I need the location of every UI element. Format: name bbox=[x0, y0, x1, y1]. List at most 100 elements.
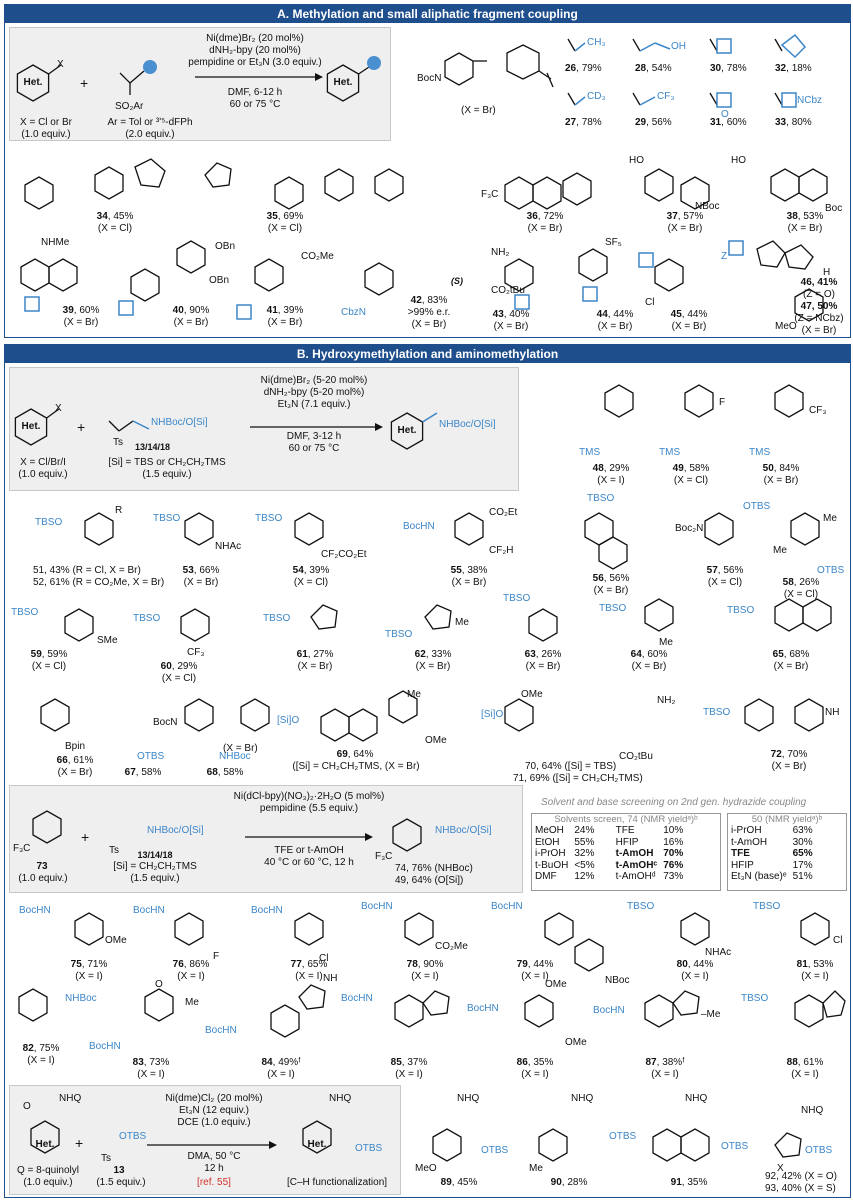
rx2-cond-1: pempidine (5.5 equiv.) bbox=[259, 803, 359, 814]
x-label-b: X bbox=[55, 403, 62, 414]
screen-50-title: 50 (NMR yieldᵃ)ᵇ bbox=[751, 814, 823, 825]
nhboc-68: NHBoc bbox=[219, 751, 251, 762]
rx2-prod-74: 74, 76% (NHBoc) bbox=[395, 863, 473, 874]
row3-structures bbox=[20, 240, 824, 322]
rx2-sm2-si: [Si] = CH₂CH₂TMS bbox=[113, 861, 197, 872]
sme-59: SMe bbox=[97, 635, 118, 646]
otbs-90: OTBS bbox=[609, 1131, 637, 1142]
cmpd-85-x: (X = I) bbox=[395, 1069, 423, 1080]
sm1-a-line1: X = Cl or Br bbox=[20, 117, 72, 128]
tbso-56: TBSO bbox=[587, 493, 615, 504]
frag-28-group: OH bbox=[671, 41, 686, 52]
ome-86b: OMe bbox=[565, 1037, 587, 1048]
rx1-ts: Ts bbox=[113, 437, 123, 448]
cmpd-60-label: 60, 29% bbox=[160, 661, 198, 672]
rx1-sm1-line2: (1.0 equiv.) bbox=[18, 469, 68, 480]
boc2n-57: Boc₂N bbox=[675, 523, 704, 534]
label-co2tbu-42: CO₂tBu bbox=[491, 285, 525, 296]
cmpd-53-label: 53, 66% bbox=[182, 565, 220, 576]
nh-72: NH bbox=[825, 707, 840, 718]
cmpd-34-label: 34, 45% bbox=[96, 211, 134, 222]
core-boc: BocN bbox=[417, 73, 442, 84]
product-ring bbox=[326, 56, 381, 102]
otbs-57: OTBS bbox=[743, 501, 771, 512]
cmpd-43-label: 43, 40% bbox=[492, 309, 530, 320]
frag-33-group: NCbz bbox=[797, 95, 823, 106]
tbso-61: TBSO bbox=[263, 613, 291, 624]
rx3-o-sm: O bbox=[23, 1101, 31, 1112]
rx2-f3c: F₃C bbox=[13, 843, 31, 854]
label-s-42: (S) bbox=[451, 276, 463, 286]
tbso-65: TBSO bbox=[727, 605, 755, 616]
nhac-53: NHAc bbox=[215, 541, 242, 552]
cmpd-47-z: (Z = NCbz) bbox=[794, 313, 844, 324]
cmpd-37-x: (X = Br) bbox=[667, 223, 703, 234]
cmpd-83-label: 83, 73% bbox=[132, 1057, 170, 1068]
tbso-80: TBSO bbox=[627, 901, 655, 912]
frag-32-label: 32, 18% bbox=[775, 63, 812, 74]
cmpd-44-x: (X = Br) bbox=[597, 321, 633, 332]
cmpd-70-label: 70, 64% ([Si] = TBS) bbox=[525, 761, 617, 772]
rx3-sm1-line2: (1.0 equiv.) bbox=[23, 1177, 73, 1188]
cmpd-40-x: (X = Br) bbox=[173, 317, 209, 328]
piperazine-core bbox=[444, 44, 554, 88]
cmpd-58-label: 58, 26% bbox=[782, 577, 820, 588]
label-nboc-37: NBoc bbox=[695, 201, 720, 212]
cmpd-42-er: >99% e.r. bbox=[407, 307, 451, 318]
cond-a-0: Ni(dme)Br₂ (20 mol%) bbox=[206, 33, 304, 44]
ome-69: OMe bbox=[425, 735, 447, 746]
cmpd-78-x: (X = I) bbox=[411, 971, 439, 982]
cmpd-58-x: (X = Cl) bbox=[783, 589, 819, 600]
rx3-otbs-prod: OTBS bbox=[355, 1143, 383, 1154]
label-cl-45: Cl bbox=[645, 297, 655, 308]
frag-27-group: CD₃ bbox=[587, 91, 606, 102]
frag-31-label: 31, 60% bbox=[710, 117, 747, 128]
het-label-sm: Het. bbox=[23, 77, 43, 88]
label-ho-37: HO bbox=[629, 155, 644, 166]
rx2-sm1-eq: (1.0 equiv.) bbox=[18, 873, 68, 884]
r-51: R bbox=[115, 505, 123, 516]
tbso-59: TBSO bbox=[11, 607, 39, 618]
cmpd-42-label: 42, 83% bbox=[410, 295, 448, 306]
cond-a-4: 60 or 75 °C bbox=[229, 99, 281, 110]
label-co2me: CO₂Me bbox=[301, 251, 334, 262]
bochn-77: BocHN bbox=[251, 905, 283, 916]
cmpd-79-x: (X = I) bbox=[521, 971, 549, 982]
panel-b-reaction-box-3 bbox=[9, 1085, 401, 1195]
me-64: Me bbox=[659, 637, 673, 648]
frag-30-label: 30, 78% bbox=[710, 63, 747, 74]
me-58b: Me bbox=[773, 545, 787, 556]
nhac-80: NHAc bbox=[705, 947, 732, 958]
otbs-89: OTBS bbox=[481, 1145, 509, 1156]
cmpd-40-label: 40, 90% bbox=[172, 305, 210, 316]
bochn-84: BocHN bbox=[205, 1025, 237, 1036]
cmpd-77-x: (X = I) bbox=[295, 971, 323, 982]
cmpd-72-label: 72, 70% bbox=[770, 749, 808, 760]
nhq-89: NHQ bbox=[457, 1093, 480, 1104]
het-b-sm: Het. bbox=[21, 421, 41, 432]
rx3-tag: [C–H functionalization] bbox=[287, 1177, 388, 1188]
rx3-ts: Ts bbox=[101, 1153, 111, 1164]
cmpd-35-label: 35, 69% bbox=[266, 211, 304, 222]
cmpd-50-x: (X = Br) bbox=[763, 475, 799, 486]
frag-28-label: 28, 54% bbox=[635, 63, 672, 74]
cmpd-76-x: (X = I) bbox=[177, 971, 205, 982]
rx2-plus: + bbox=[81, 829, 90, 845]
cmpd-51-label: 51, 43% (R = Cl, X = Br) bbox=[33, 565, 141, 576]
sm2-a-line1: Ar = Tol or ³ʹ⁵-dFPh bbox=[107, 117, 193, 128]
otbs-67: OTBS bbox=[137, 751, 165, 762]
bochn-55: BocHN bbox=[403, 521, 435, 532]
label-h-46: H bbox=[823, 267, 831, 278]
cmpd-92-label: 92, 42% (X = O) bbox=[765, 1171, 837, 1182]
bochn-75: BocHN bbox=[19, 905, 51, 916]
cf3-60: CF₃ bbox=[187, 647, 205, 658]
nhq-90: NHQ bbox=[571, 1093, 594, 1104]
label-nh2-42: NH₂ bbox=[491, 247, 510, 258]
cmpd-42-x: (X = Br) bbox=[411, 319, 447, 330]
panel-b-title: B. Hydroxymethylation and aminomethylati… bbox=[5, 345, 850, 363]
tms-50: TMS bbox=[749, 447, 771, 458]
cmpd-46-label: 46, 41% bbox=[800, 277, 838, 288]
